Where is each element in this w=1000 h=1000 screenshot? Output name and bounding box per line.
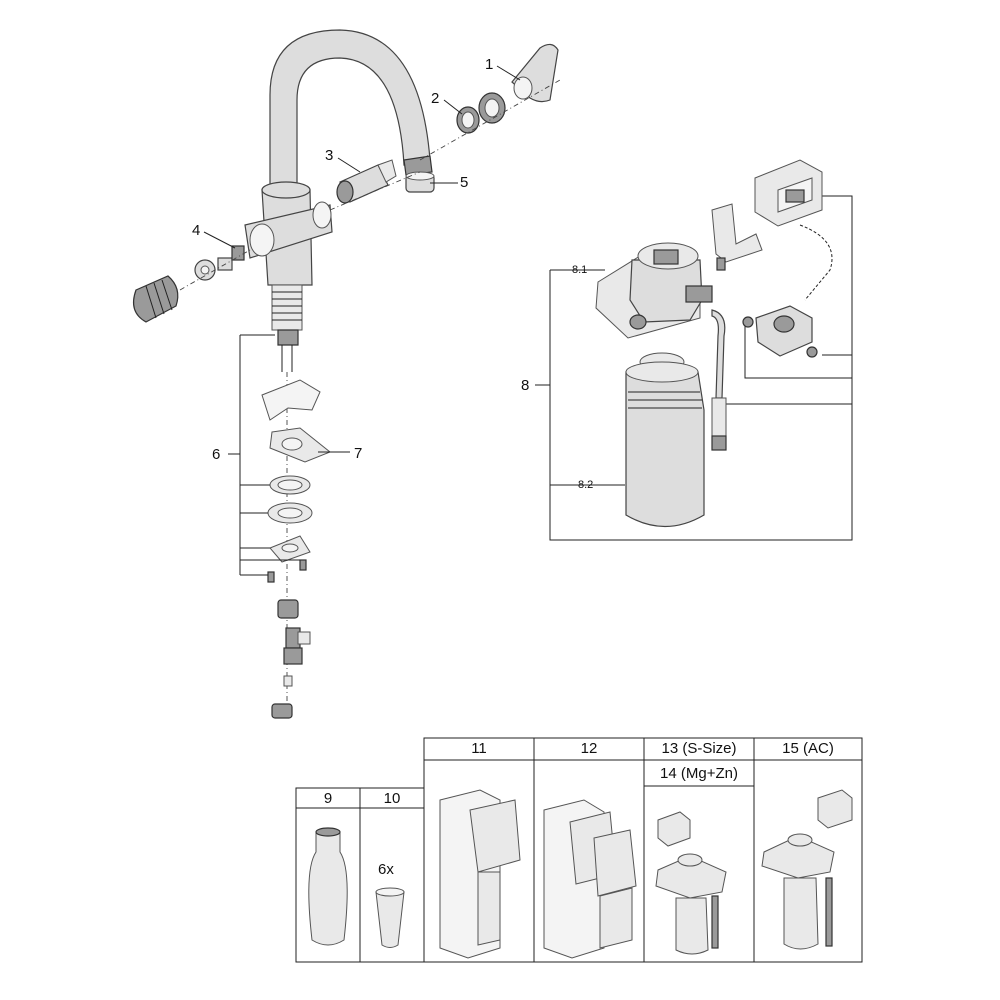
accessory-10-quantity: 6x: [378, 861, 394, 878]
accessory-header-10: 10: [383, 790, 401, 807]
part-6-washers: [267, 475, 313, 583]
accessory-table-grid: [295, 737, 863, 963]
callout-3: 3: [325, 147, 334, 164]
callout-lines-faucet: [203, 65, 521, 576]
callout-6: 6: [212, 446, 221, 463]
faucet-threaded-shank: [271, 284, 303, 372]
accessory-bottle: [308, 827, 348, 946]
part-7-mounting-plate: [269, 427, 331, 463]
part-3-cartridge: [336, 159, 397, 204]
callout-5: 5: [460, 174, 469, 191]
callout-4: 4: [192, 222, 201, 239]
callout-1: 1: [485, 56, 494, 73]
callout-2: 2: [431, 90, 440, 107]
accessory-single-filter-housing: [439, 789, 521, 959]
part-4-side-valve: [133, 245, 245, 323]
accessory-filter-set-small: [655, 811, 727, 955]
accessory-header-15: 15 (AC): [782, 740, 834, 757]
callout-7: 7: [354, 445, 363, 462]
filter-system-frame: [535, 195, 853, 541]
accessory-header-12: 12: [580, 740, 598, 757]
faucet-spout: [269, 29, 433, 191]
accessory-double-filter-housing: [543, 799, 637, 959]
faucet-body: [244, 181, 333, 286]
hose-connectors: [271, 599, 311, 719]
accessory-filter-set-ac: [761, 789, 853, 950]
mounting-bracket-ghost: [261, 379, 321, 421]
accessory-header-14: 14 (Mg+Zn): [660, 765, 738, 782]
part-8-1-filter-head: [595, 242, 727, 451]
accessory-glass: [375, 887, 405, 948]
callout-8-1: 8.1: [572, 264, 588, 276]
callout-8: 8: [521, 377, 530, 394]
filter-display-unit: [754, 159, 833, 301]
part-2-rings: [456, 92, 506, 134]
wall-bracket: [711, 203, 763, 271]
part-8-2-filter-cartridge: [625, 352, 705, 528]
accessory-header-11: 11: [471, 740, 487, 757]
accessory-header-9: 9: [323, 790, 333, 807]
accessory-header-13: 13 (S-Size): [661, 740, 737, 757]
part-5-aerator: [405, 171, 435, 193]
flow-meter: [742, 305, 818, 358]
callout-8-2: 8.2: [578, 479, 594, 491]
part-1-lever-handle: [511, 43, 559, 103]
